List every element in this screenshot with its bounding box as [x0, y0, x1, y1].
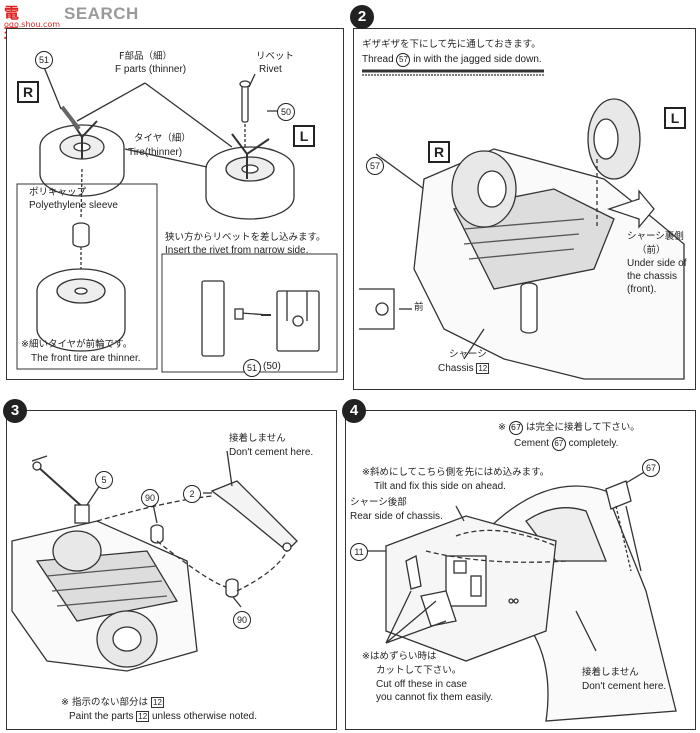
- front-jp: 前: [414, 302, 424, 313]
- step-number-3: 3: [3, 399, 27, 423]
- cement-en-pre: Cement: [514, 438, 550, 449]
- thread-jp: ギザギザを下にして先に通しておきます。: [362, 39, 541, 50]
- front-tire-en: The front tire are thinner.: [31, 353, 141, 364]
- cement-num-callout-jp: 67: [509, 421, 523, 435]
- cement-num-callout-en: 67: [551, 437, 566, 451]
- step-4-panel: 4 ※ 67 は完全に接着して下さい。 Cement 67 completely…: [342, 399, 696, 730]
- cut-en-2: you cannot fix them easily.: [376, 692, 494, 703]
- cut-en-1: Cut off these in case: [376, 679, 467, 690]
- step-number-4: 4: [342, 399, 366, 423]
- step-number-2: 2: [350, 5, 374, 29]
- paint-code-2: 12: [136, 711, 150, 722]
- no-cement-jp-3: 接着しません: [229, 433, 286, 444]
- tilt-en: Tilt and fix this side on ahead.: [374, 481, 506, 492]
- paint-code-1: 12: [151, 697, 164, 708]
- tire-jp: タイヤ（細）: [134, 133, 191, 144]
- part-5-callout: 5: [95, 471, 113, 489]
- left-wheel-label: L: [293, 125, 315, 147]
- part-50b-label: (50): [263, 361, 281, 372]
- part-90b-callout: 90: [233, 611, 251, 629]
- under-jp: シャーシ裏側: [627, 231, 684, 242]
- chassis-jp: シャーシ: [449, 349, 487, 360]
- paint-jp: ※ 指示のない部分は 12: [61, 697, 164, 709]
- part-67-callout: 67: [642, 459, 660, 477]
- right-wheel-label-2: R: [428, 141, 450, 163]
- thread-en: Thread 57 in with the jagged side down.: [362, 53, 542, 67]
- thread-en-post: in with the jagged side down.: [413, 54, 542, 65]
- insert-en: Insert the rivet from narrow side.: [165, 245, 309, 256]
- watermark-url: ogo.shou.com: [4, 20, 61, 29]
- no-cement-en-4: Don't cement here.: [582, 681, 667, 692]
- insert-jp: 狭い方からリベットを差し込みます。: [165, 232, 326, 243]
- poly-en: Polyethylene sleeve: [29, 200, 118, 211]
- left-wheel-label-2: L: [664, 107, 686, 129]
- step-2-drawing: [359, 69, 685, 380]
- step-2-panel: 2 ギザギザを下にして先に通しておきます。 Thread 57 in with …: [350, 5, 696, 390]
- tire-en: Tire(thinner): [128, 147, 183, 158]
- under-en-3: (front).: [627, 284, 657, 295]
- step-3-panel: 3 接着しません Don't cement here. 5 90 2 90 ※ …: [3, 399, 337, 730]
- cement-jp-post: は完全に接着して下さい。: [526, 422, 640, 433]
- part-90-callout: 90: [141, 489, 159, 507]
- cement-en-post: completely.: [568, 438, 619, 449]
- no-cement-jp-4: 接着しません: [582, 667, 639, 678]
- part-11-callout: 11: [350, 543, 368, 561]
- under-en-1: Under side of: [627, 258, 687, 269]
- cement-en: Cement 67 completely.: [514, 437, 618, 451]
- rear-en: Rear side of chassis.: [350, 511, 443, 522]
- rear-jp: シャーシ後部: [350, 497, 407, 508]
- chassis-en-text: Chassis: [438, 363, 474, 374]
- thread-num-callout: 57: [396, 53, 411, 67]
- step-3-drawing: [11, 450, 298, 672]
- watermark-text: SEARCH: [64, 4, 139, 23]
- cement-jp-pre: ※: [498, 422, 506, 433]
- step-1-panel: 1 51 R F部品（細） F parts (thinner) リベット Riv…: [6, 28, 344, 380]
- part-57-callout: 57: [366, 157, 384, 175]
- paint-jp-text: ※ 指示のない部分は: [61, 697, 148, 708]
- part-51b-callout: 51: [243, 359, 261, 377]
- part-50-callout: 50: [277, 103, 295, 121]
- rivet-jp: リベット: [256, 51, 295, 62]
- no-cement-en-3: Don't cement here.: [229, 447, 314, 458]
- f-parts-jp: F部品（細）: [119, 51, 172, 62]
- under-jp2: （前）: [637, 245, 666, 256]
- paint-en-pre: Paint the parts: [69, 711, 134, 722]
- front-tire-jp: ※細いタイヤが前輪です。: [21, 339, 133, 350]
- poly-jp: ポリキャップ: [29, 187, 87, 198]
- cut-jp-1: ※はめずらい時は: [362, 651, 437, 662]
- under-en-2: the chassis: [627, 271, 678, 282]
- thread-en-pre: Thread: [362, 54, 394, 65]
- f-parts-en: F parts (thinner): [115, 64, 187, 75]
- part-2-callout: 2: [183, 485, 201, 503]
- chassis-en: Chassis 12: [438, 363, 490, 375]
- tilt-jp: ※斜めにしてこちら側を先にはめ込みます。: [362, 467, 550, 478]
- part-51-callout: 51: [35, 51, 53, 69]
- cut-jp-2: カットして下さい。: [376, 665, 462, 676]
- cement-jp: ※ 67 は完全に接着して下さい。: [498, 421, 640, 435]
- step-1-drawing: [16, 66, 338, 373]
- rivet-en: Rivet: [259, 64, 282, 75]
- chassis-paint-code: 12: [476, 363, 490, 374]
- paint-en: Paint the parts 12 unless otherwise note…: [69, 711, 257, 723]
- step-4-drawing: [366, 470, 677, 722]
- paint-en-post: unless otherwise noted.: [151, 711, 258, 722]
- right-wheel-label: R: [17, 81, 39, 103]
